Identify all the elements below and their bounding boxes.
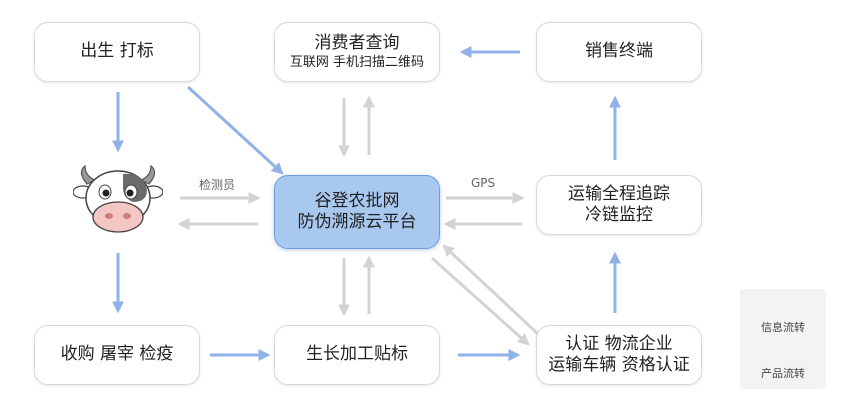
node-certification: 认证 物流企业 运输车辆 资格认证 [536, 325, 702, 385]
node-birth-tagging: 出生 打标 [34, 22, 200, 82]
center-subtitle: 防伪溯源云平台 [297, 212, 417, 232]
node-cert-subtitle: 运输车辆 资格认证 [548, 355, 690, 375]
arrow-center-to-cert [430, 256, 530, 346]
arrow-cert-to-center [442, 244, 540, 336]
node-processing-label: 生长加工贴标 [306, 344, 408, 365]
label-gps: GPS [471, 176, 496, 190]
node-traceability-platform: 谷登农批网 防伪溯源云平台 [274, 175, 440, 249]
node-cert-title: 认证 物流企业 [565, 333, 673, 354]
node-sales-terminal: 销售终端 [536, 22, 702, 82]
node-transport-title: 运输全程追踪 [568, 183, 670, 204]
node-transport-subtitle: 冷链监控 [585, 205, 653, 225]
arrow-birth-to-center [186, 85, 284, 175]
node-purchase-label: 收购 屠宰 检疫 [60, 344, 174, 365]
node-consumer-subtitle: 互联网 手机扫描二维码 [289, 54, 425, 70]
node-birth-label: 出生 打标 [80, 41, 154, 62]
cow-face-icon [73, 164, 163, 233]
legend-info-flow-label: 信息流转 [761, 321, 805, 334]
node-transport-tracking: 运输全程追踪 冷链监控 [536, 175, 702, 235]
node-sales-label: 销售终端 [585, 41, 653, 62]
node-purchase-slaughter: 收购 屠宰 检疫 [34, 325, 200, 385]
node-consumer-title: 消费者查询 [314, 33, 400, 54]
node-consumer-query: 消费者查询 互联网 手机扫描二维码 [274, 22, 440, 82]
node-processing-labeling: 生长加工贴标 [274, 325, 440, 385]
legend-box: 信息流转 产品流转 [740, 289, 826, 389]
center-title: 谷登农批网 [314, 190, 400, 211]
legend-product-flow-label: 产品流转 [761, 367, 805, 380]
label-inspector: 检测员 [199, 178, 236, 192]
